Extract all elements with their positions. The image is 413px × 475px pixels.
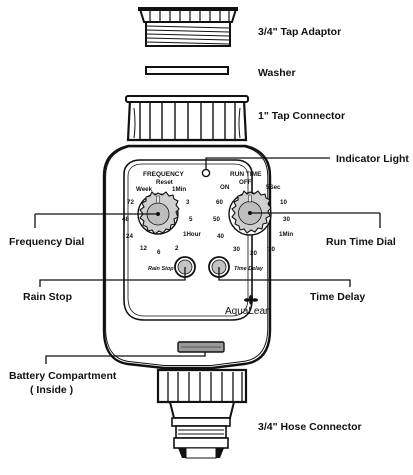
frequency-48: 48 [122, 216, 129, 223]
run-time-30-right: 30 [283, 216, 290, 223]
indicator-light-label: Indicator Light [336, 153, 409, 165]
run-time-10-bottom: 10 [268, 246, 275, 253]
run-time-10-top: 10 [280, 199, 287, 206]
frequency-6: 6 [157, 249, 161, 256]
frequency-reset: Reset [156, 179, 173, 186]
battery-compartment-label: Battery Compartment [9, 370, 117, 382]
frequency-24: 24 [126, 233, 133, 240]
frequency-week: Week [136, 186, 153, 193]
run-time-30-bottom: 30 [233, 246, 240, 253]
frequency-1min: 1Min [172, 186, 186, 193]
frequency-72: 72 [127, 199, 134, 206]
rain-stop-leader [39, 267, 186, 287]
frequency-5: 5 [189, 216, 193, 223]
run-time-20: 20 [250, 250, 257, 257]
tap-connector [125, 95, 249, 142]
run-time-on: ON [220, 184, 230, 191]
indicator-light [201, 168, 211, 178]
rain-stop-button-label: Rain Stop [148, 266, 174, 272]
run-time-40: 40 [217, 233, 224, 240]
brand-logo-icon [244, 295, 258, 305]
frequency-1hour: 1Hour [183, 231, 201, 238]
run-time-dial-label: Run Time Dial [326, 236, 396, 248]
run-time-title: RUN TIME [230, 171, 262, 178]
tap-connector-label: 1" Tap Connector [258, 110, 345, 122]
run-time-1min: 1Min [279, 231, 293, 238]
run-time-5sec: 5Sec [266, 184, 281, 191]
battery-compartment-leader [45, 352, 206, 364]
washer-label: Washer [258, 67, 296, 79]
washer [145, 66, 229, 75]
indicator-light-leader [205, 157, 330, 170]
hose-connector [156, 368, 248, 459]
time-delay-button-label: Time Delay [234, 266, 264, 272]
tap-adaptor-label: 3/4" Tap Adaptor [258, 26, 341, 38]
run-time-off: OFF [239, 179, 252, 186]
battery-compartment-note: ( Inside ) [30, 384, 73, 396]
frequency-title: FREQUENCY [143, 171, 184, 178]
hose-connector-label: 3/4" Hose Connector [258, 421, 362, 433]
tap-adaptor [138, 7, 238, 47]
time-delay-label: Time Delay [310, 291, 365, 303]
brand-name: AquaLean [225, 306, 271, 317]
frequency-dial-label: Frequency Dial [9, 236, 84, 248]
rain-stop-label: Rain Stop [23, 291, 72, 303]
frequency-2: 2 [175, 245, 179, 252]
frequency-12: 12 [140, 245, 147, 252]
frequency-3: 3 [186, 199, 190, 206]
time-delay-leader [218, 267, 351, 287]
run-time-50: 50 [213, 216, 220, 223]
run-time-60: 60 [216, 199, 223, 206]
